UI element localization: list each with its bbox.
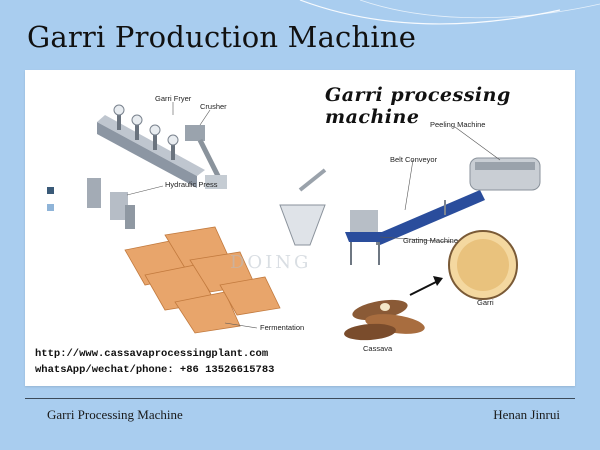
leader-lines — [126, 102, 501, 329]
machine-drawing — [87, 102, 541, 341]
grating-machine-graphic — [345, 210, 385, 265]
footer-left-text: Garri Processing Machine — [47, 407, 183, 422]
garri-fryer-graphic — [97, 104, 205, 188]
label-grating-machine: Grating Machine — [403, 236, 459, 245]
hydraulic-press-graphic — [87, 178, 135, 229]
label-fermentation: Fermentation — [260, 323, 305, 332]
label-crusher: Crusher — [200, 102, 227, 111]
arrow-graphic — [409, 276, 443, 296]
machine-illustration: Garri processing machine DOING Garri Fry… — [25, 70, 575, 386]
image-heading: Garri processing machine — [325, 84, 511, 128]
footer-right-text: Henan Jinrui — [493, 407, 560, 422]
label-garri: Garri — [477, 298, 494, 307]
label-garri-fryer: Garri Fryer — [155, 94, 192, 103]
label-hydraulic-press: Hydraulic Press — [165, 180, 218, 189]
label-cassava: Cassava — [363, 344, 393, 353]
contact-url: http://www.cassavaprocessingplant.com — [35, 348, 269, 360]
label-peeling-machine: Peeling Machine — [430, 120, 486, 129]
watermark-text: DOING — [230, 252, 312, 273]
garri-bowl-graphic — [448, 230, 518, 300]
label-belt-conveyor: Belt Conveyor — [390, 155, 438, 164]
hopper-graphic — [279, 168, 327, 246]
contact-phone: whatsApp/wechat/phone: +86 13526615783 — [35, 364, 275, 376]
bullet-dark — [47, 187, 54, 194]
footer-divider — [25, 398, 575, 399]
fermentation-racks-graphic — [124, 226, 281, 334]
crusher-graphic — [185, 125, 227, 189]
slide-title: Garri Production Machine — [27, 20, 417, 54]
cassava-roots-graphic — [344, 299, 425, 341]
peeling-machine-graphic — [469, 157, 541, 191]
bullet-light — [47, 204, 54, 211]
